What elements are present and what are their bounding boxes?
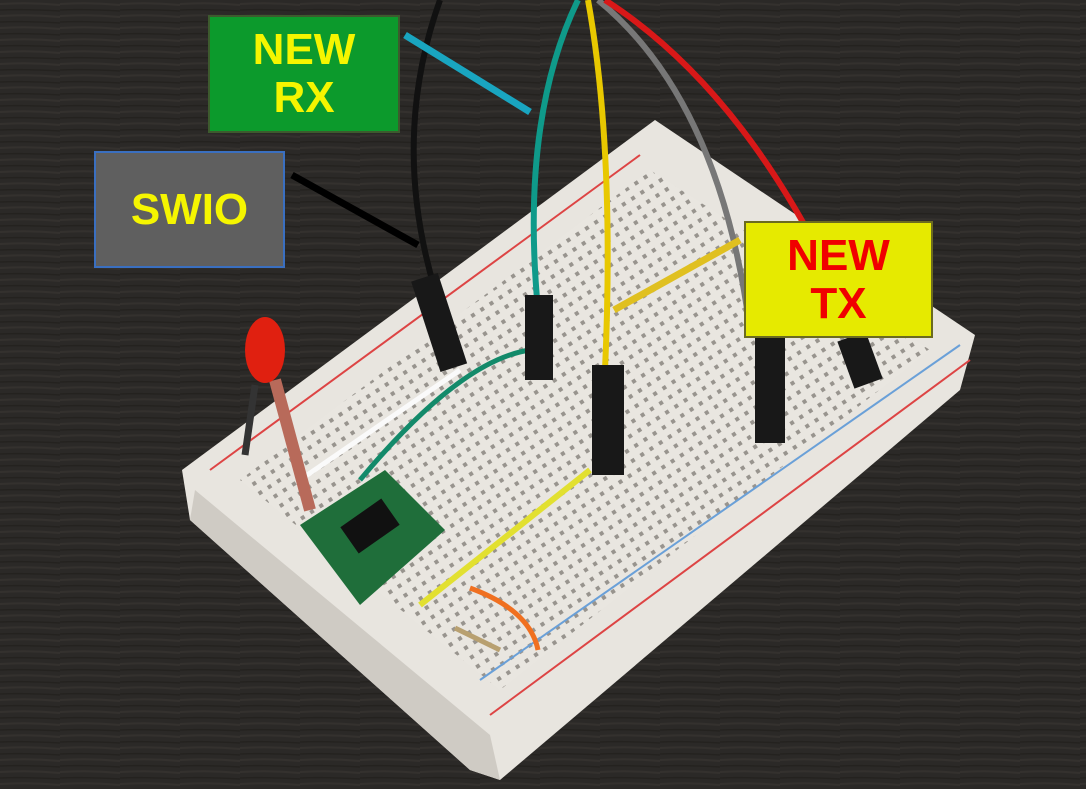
wire-rx [530,0,581,311]
pointer-swio [290,171,420,249]
swio-label: SWIO [94,151,285,268]
wire-yellow-jumper [418,467,592,608]
new-rx-line1: NEW [252,25,356,74]
new-tx-line2: TX [810,278,867,328]
wire-tan-jumper [453,625,502,653]
wire-tx [585,0,611,371]
connector-tx [592,365,624,475]
wire-white-jumper [298,367,462,483]
wire-green-jumper [358,347,531,482]
new-rx-label: NEW RX [208,15,400,133]
wire-orange-jumper [469,585,541,651]
led [245,317,285,383]
pointer-rx [403,32,532,115]
swio-text: SWIO [130,184,249,234]
new-tx-line1: NEW [787,230,890,280]
connector-red [837,331,883,389]
connector-rx [525,295,553,380]
breadboard-side [190,490,500,780]
resistor [269,378,316,512]
led-leg [241,384,259,456]
connector-swio [411,272,468,372]
wire-swio [410,0,443,291]
wire-gray [596,0,753,331]
new-rx-line2: RX [273,73,335,122]
power-rail-blue [479,344,961,681]
new-tx-label: NEW TX [744,221,933,338]
ic-chip [340,498,400,554]
pointer-tx [612,236,742,314]
connector-new-tx [755,335,785,443]
power-rail-red-2 [489,359,971,716]
